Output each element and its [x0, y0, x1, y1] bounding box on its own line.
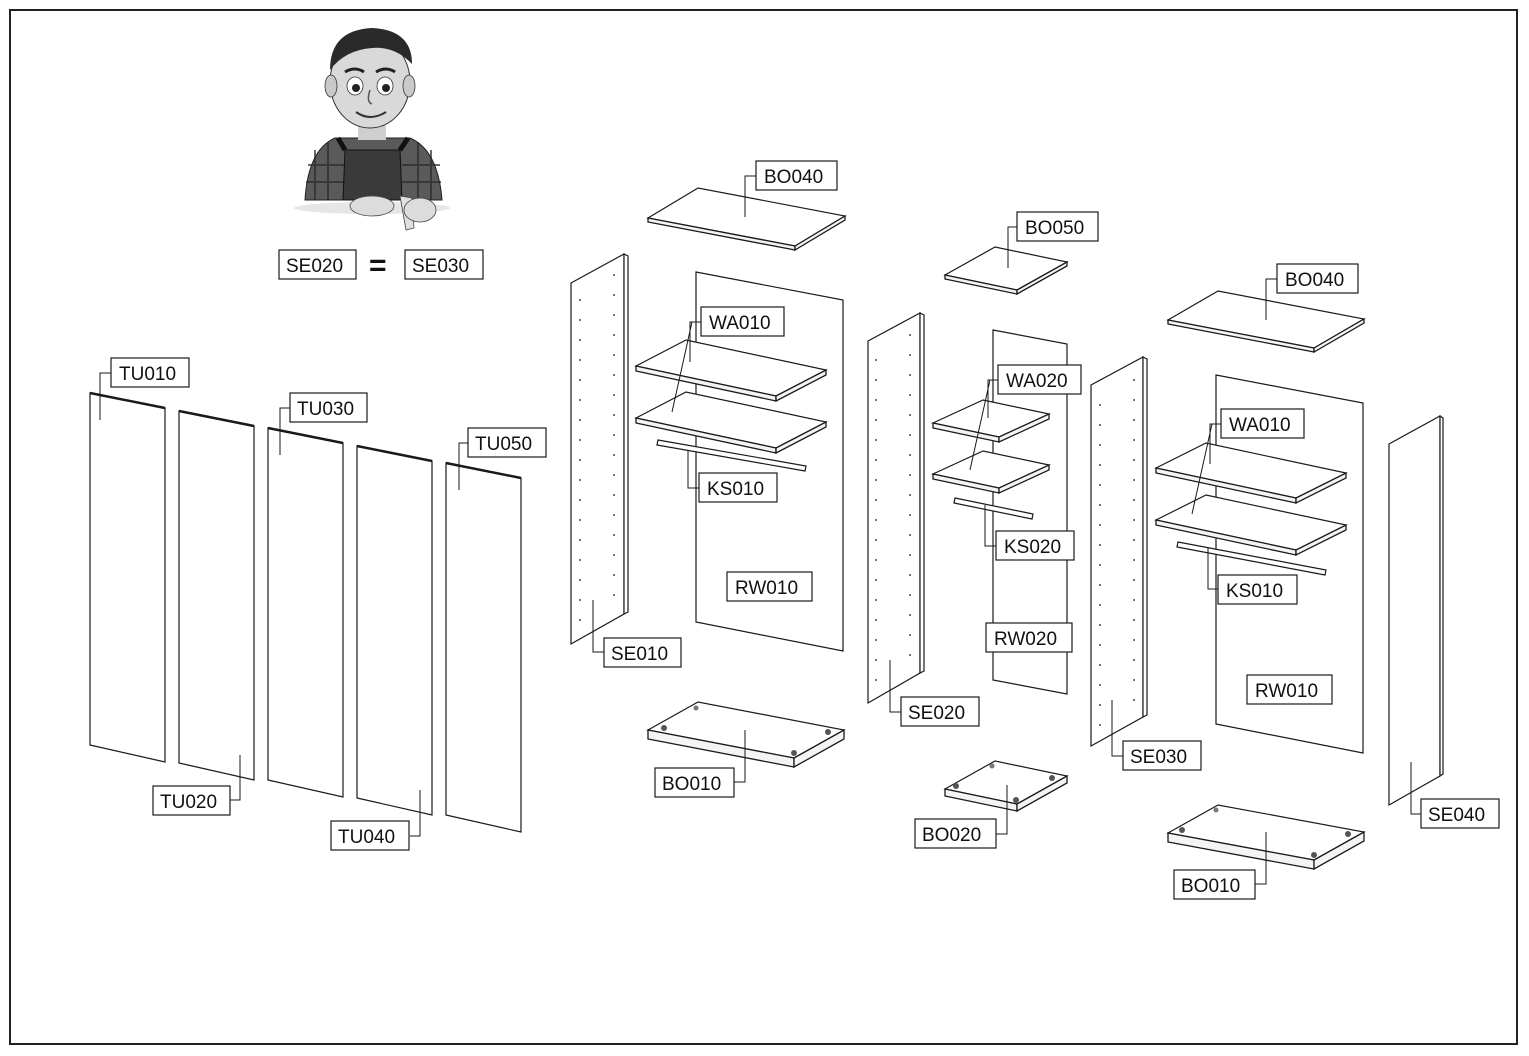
side-panel-se040 — [1388, 414, 1441, 807]
note-left-label: SE020 — [286, 256, 343, 277]
label-se020: SE020 — [908, 703, 965, 724]
rail-ks010-right — [1176, 541, 1327, 576]
label-bo010-right: BO010 — [1181, 876, 1240, 897]
part-labels: TU010 TU020 TU030 TU040 TU050 BO040 BO05… — [110, 160, 1500, 900]
door-panel-tu040 — [356, 445, 433, 816]
drawing-frame — [9, 9, 1518, 1045]
label-tu010: TU010 — [119, 364, 176, 385]
label-bo040-right: BO040 — [1285, 270, 1344, 291]
note-left-label-box — [278, 249, 357, 280]
label-se030: SE030 — [1130, 747, 1187, 768]
label-bo040-left: BO040 — [764, 167, 823, 188]
label-wa010-right: WA010 — [1229, 415, 1291, 436]
label-rw020: RW020 — [994, 629, 1057, 650]
note-right-label-box — [404, 249, 484, 280]
leader-lines — [99, 175, 1421, 885]
side-panel-se010-holes — [579, 274, 615, 621]
rail-ks010-left — [656, 439, 807, 472]
label-bo010-left: BO010 — [662, 774, 721, 795]
label-tu030: TU030 — [297, 399, 354, 420]
worker-illustration-icon — [294, 28, 450, 231]
label-wa020: WA020 — [1006, 371, 1068, 392]
top-panel-bo050 — [943, 246, 1069, 291]
door-panel-tu020 — [178, 410, 255, 781]
side-panel-se030-holes — [1099, 379, 1135, 726]
label-tu050: TU050 — [475, 434, 532, 455]
side-panel-se020 — [867, 311, 921, 705]
door-panel-tu010 — [89, 392, 166, 763]
label-tu040: TU040 — [338, 827, 395, 848]
door-panel-tu050 — [445, 462, 522, 833]
label-ks020: KS020 — [1004, 537, 1061, 558]
label-ks010-left: KS010 — [707, 479, 764, 500]
note-right-label: SE030 — [412, 256, 469, 277]
side-panel-se020-holes — [875, 334, 911, 681]
equivalence-note: SE020 = SE030 — [278, 249, 484, 282]
side-panel-se010 — [570, 252, 625, 646]
right-carcass — [1090, 290, 1444, 871]
equals-sign: = — [369, 249, 387, 282]
label-rw010-right: RW010 — [1255, 681, 1318, 702]
label-tu020: TU020 — [160, 792, 217, 813]
label-bo020: BO020 — [922, 825, 981, 846]
label-bo050: BO050 — [1025, 218, 1084, 239]
label-se040: SE040 — [1428, 805, 1485, 826]
left-carcass — [570, 187, 847, 769]
door-panels — [89, 391, 522, 833]
rail-ks020 — [953, 497, 1034, 520]
label-wa010-left: WA010 — [709, 313, 771, 334]
door-panel-tu030 — [267, 427, 344, 798]
middle-carcass — [867, 246, 1069, 813]
label-ks010-right: KS010 — [1226, 581, 1283, 602]
side-panel-se030 — [1090, 355, 1144, 748]
label-se010: SE010 — [611, 644, 668, 665]
label-rw010-left: RW010 — [735, 578, 798, 599]
